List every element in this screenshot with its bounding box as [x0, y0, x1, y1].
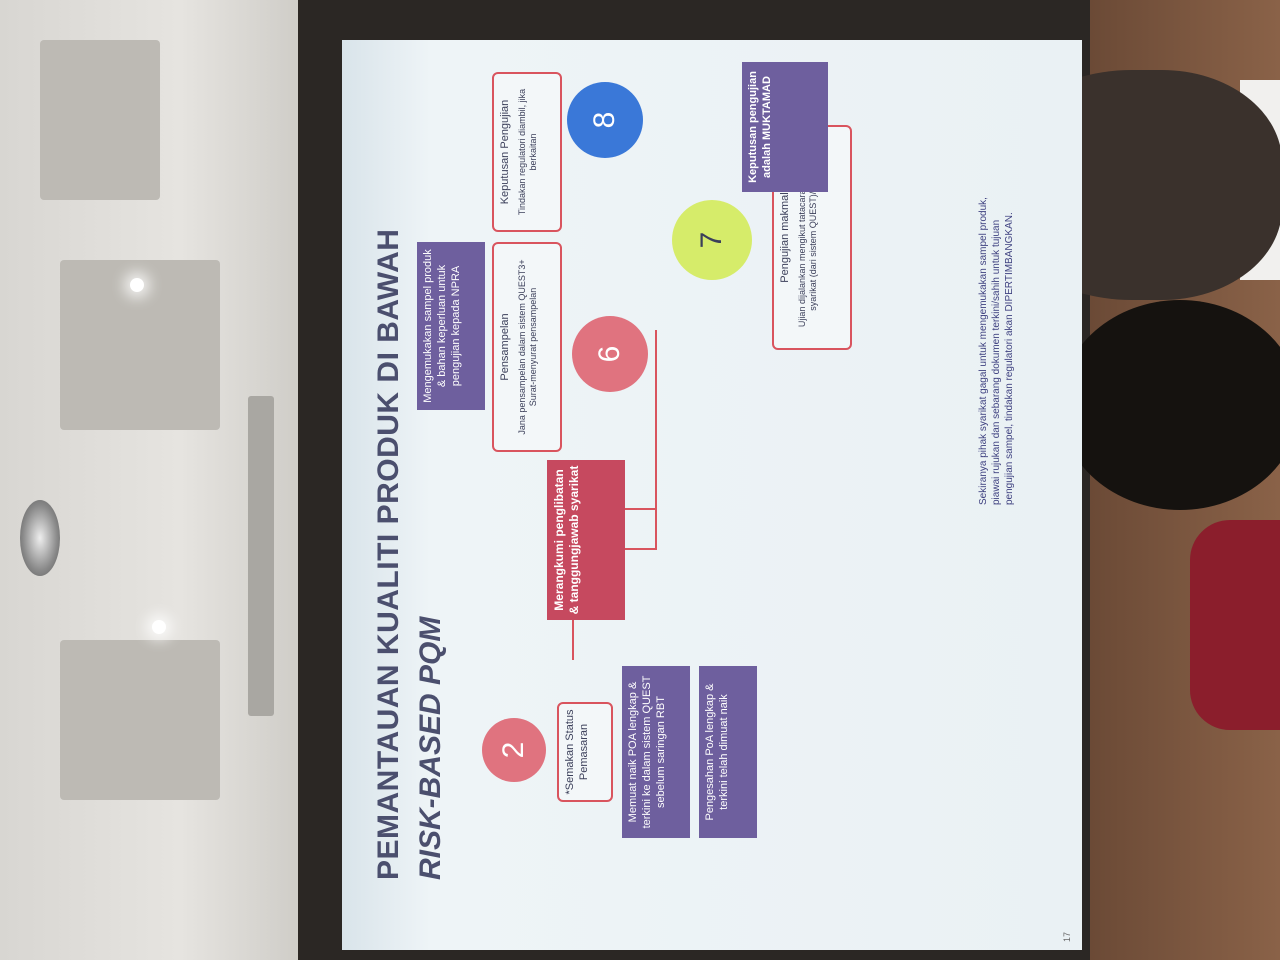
- ceiling-panel: [40, 40, 160, 200]
- muktamad-box: Keputusan pengujian adalah MUKTAMAD: [742, 62, 828, 192]
- step-6-circle: 6: [572, 316, 648, 392]
- slide-title: PEMANTAUAN KUALITI PRODUK DI BAWAH: [372, 228, 405, 880]
- step-8-circle: 8: [567, 82, 643, 158]
- pensampelan-title: Pensampelan: [499, 313, 511, 381]
- projector-bracket: [248, 396, 274, 716]
- keputusan-title: Keputusan Pengujian: [499, 99, 511, 205]
- ceiling-light: [130, 278, 144, 292]
- pengesahan-box: Pengesahan PoA lengkap & terkini telah d…: [699, 666, 757, 838]
- keputusan-box: Keputusan Pengujian Tindakan regulatori …: [492, 72, 562, 232]
- ceiling-light: [152, 620, 166, 634]
- poa-box: Memuat naik POA lengkap & terkini ke dal…: [622, 666, 690, 838]
- audience-head: [1060, 300, 1280, 510]
- projected-slide: PEMANTAUAN KUALITI PRODUK DI BAWAH RISK-…: [342, 40, 1082, 950]
- semakan-status-box: *Semakan Status Pemasaran: [557, 702, 613, 802]
- pensampelan-box: Pensampelan Jana pensampelan dalam siste…: [492, 242, 562, 452]
- keputusan-desc: Tindakan regulatori diambil, jika berkai…: [516, 88, 538, 216]
- pensampelan-desc: Jana pensampelan dalam sistem QUEST3+ Su…: [516, 259, 538, 435]
- mengemukakan-box: Mengemukakan sampel produk & bahan keper…: [417, 242, 485, 410]
- arrow: [625, 508, 655, 510]
- slide-subtitle: RISK-BASED PQM: [414, 616, 447, 880]
- slide-footer-note: Sekiranya pihak syarikat gagal untuk men…: [978, 197, 1015, 505]
- arrow: [655, 330, 657, 550]
- red-chair: [1190, 520, 1280, 730]
- page-number: 17: [1062, 931, 1072, 942]
- step-2-circle: 2: [482, 718, 546, 782]
- ceiling-speaker: [20, 500, 60, 576]
- step-7-circle: 7: [672, 200, 752, 280]
- slide-content: PEMANTAUAN KUALITI PRODUK DI BAWAH RISK-…: [342, 40, 1082, 950]
- ceiling-panel: [60, 640, 220, 800]
- merangkumi-box: Merangkumi penglibatan & tanggungjawab s…: [547, 460, 625, 620]
- arrow: [625, 548, 655, 550]
